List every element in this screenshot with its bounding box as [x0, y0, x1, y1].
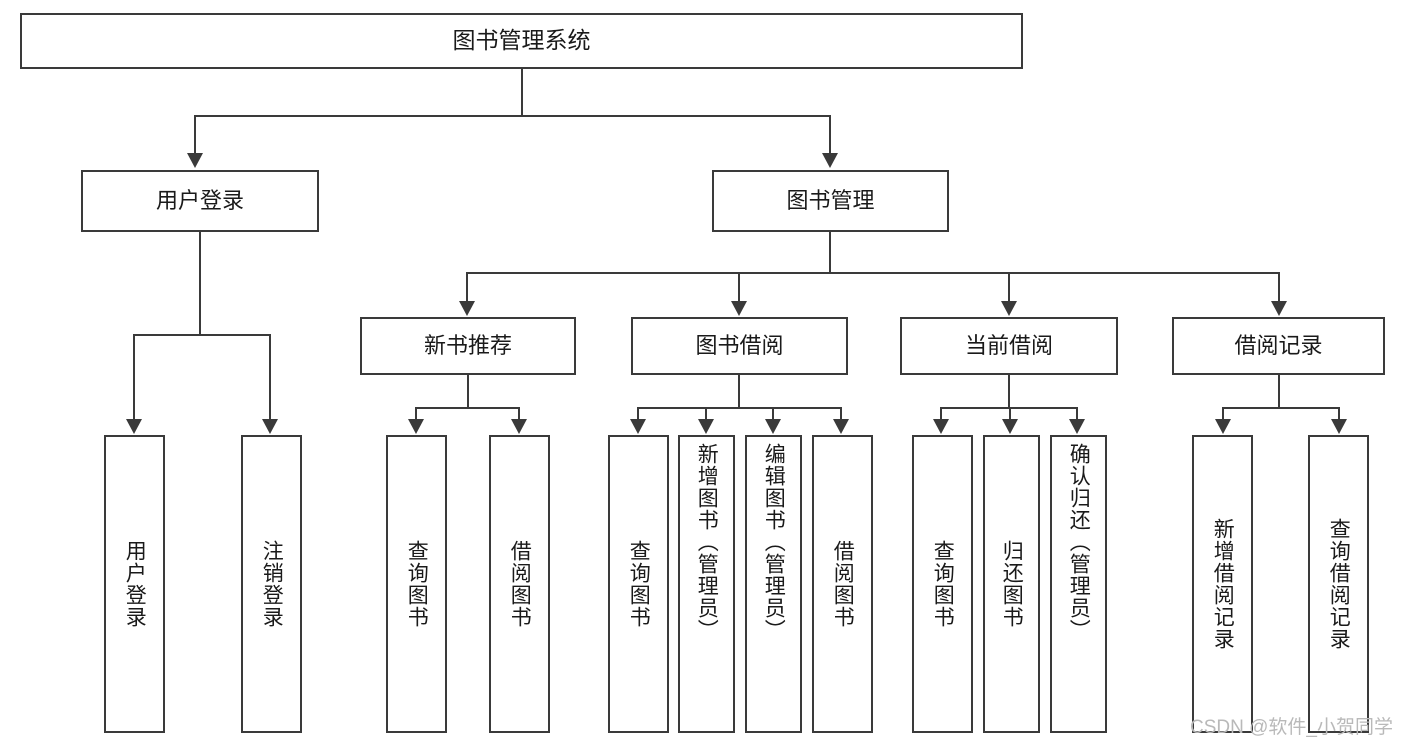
leaf-node-query-book-2[interactable]: 查询图书 — [608, 435, 669, 733]
node-label: 新增借阅记录 — [1211, 518, 1235, 650]
connector-borrow-record-stem — [1278, 375, 1280, 407]
node-label: 当前借阅 — [964, 332, 1053, 358]
arrowhead-leaf-confirm-return — [1069, 419, 1085, 434]
node-user-login[interactable]: 用户登录 — [81, 170, 319, 232]
arrowhead-user-login — [187, 153, 203, 168]
node-label: 用户登录 — [155, 187, 244, 213]
connector-new-book-stem — [467, 375, 469, 407]
connector-bm-to-book-borrow — [738, 272, 740, 302]
leaf-node-borrow-book-2[interactable]: 借阅图书 — [812, 435, 873, 733]
leaf-node-borrow-book-1[interactable]: 借阅图书 — [489, 435, 550, 733]
leaf-node-logout-login[interactable]: 注销登录 — [241, 435, 302, 733]
connector-cb-to-leaf-1 — [940, 407, 942, 420]
node-label: 借阅图书 — [508, 540, 532, 628]
connector-new-book-bar — [415, 407, 520, 409]
leaf-node-return-book[interactable]: 归还图书 — [983, 435, 1040, 733]
connector-user-login-stem — [199, 232, 201, 334]
connector-bm-to-borrow-record — [1278, 272, 1280, 302]
node-book-management[interactable]: 图书管理 — [712, 170, 949, 232]
arrowhead-leaf-add-book — [698, 419, 714, 434]
arrowhead-leaf-query-book-3 — [933, 419, 949, 434]
node-label: 新书推荐 — [423, 332, 512, 358]
node-new-book-recommend[interactable]: 新书推荐 — [360, 317, 576, 375]
connector-borrow-record-bar — [1222, 407, 1340, 409]
connector-book-management-bar — [466, 272, 1280, 274]
arrowhead-borrow-record — [1271, 301, 1287, 316]
node-label: 确认归还（管理员） — [1067, 443, 1091, 641]
connector-root-stem — [521, 69, 523, 115]
connector-bb-to-leaf-1 — [637, 407, 639, 420]
leaf-node-query-book-1[interactable]: 查询图书 — [386, 435, 447, 733]
node-label: 查询借阅记录 — [1327, 518, 1351, 650]
connector-root-to-book-management — [829, 115, 831, 154]
connector-cb-to-leaf-2 — [1009, 407, 1011, 420]
leaf-node-confirm-return[interactable]: 确认归还（管理员） — [1050, 435, 1107, 733]
connector-bb-to-leaf-4 — [840, 407, 842, 420]
connector-bb-to-leaf-3 — [772, 407, 774, 420]
leaf-node-add-book[interactable]: 新增图书（管理员） — [678, 435, 735, 733]
leaf-node-edit-book[interactable]: 编辑图书（管理员） — [745, 435, 802, 733]
connector-current-borrow-stem — [1008, 375, 1010, 407]
arrowhead-leaf-borrow-book-2 — [833, 419, 849, 434]
node-label: 编辑图书（管理员） — [762, 443, 786, 641]
connector-br-to-leaf-1 — [1222, 407, 1224, 420]
node-label: 借阅记录 — [1234, 332, 1323, 358]
arrowhead-leaf-query-book-2 — [630, 419, 646, 434]
arrowhead-leaf-logout-login — [262, 419, 278, 434]
node-book-borrow[interactable]: 图书借阅 — [631, 317, 848, 375]
arrowhead-book-borrow — [731, 301, 747, 316]
connector-book-borrow-bar — [637, 407, 842, 409]
connector-book-management-stem — [829, 232, 831, 272]
arrowhead-leaf-edit-book — [765, 419, 781, 434]
leaf-node-query-record[interactable]: 查询借阅记录 — [1308, 435, 1369, 733]
node-label: 新增图书（管理员） — [695, 443, 719, 641]
connector-br-to-leaf-2 — [1338, 407, 1340, 420]
node-label: 图书借阅 — [695, 332, 784, 358]
arrowhead-leaf-add-record — [1215, 419, 1231, 434]
connector-user-login-to-leaf-2 — [269, 334, 271, 420]
node-label: 查询图书 — [931, 540, 955, 628]
connector-root-bar — [194, 115, 830, 117]
node-label: 图书管理 — [786, 187, 875, 213]
node-label: 图书管理系统 — [452, 27, 591, 54]
node-current-borrow[interactable]: 当前借阅 — [900, 317, 1118, 375]
node-label: 归还图书 — [1000, 540, 1024, 628]
arrowhead-leaf-user-login — [126, 419, 142, 434]
connector-user-login-to-leaf-1 — [133, 334, 135, 420]
node-label: 查询图书 — [405, 540, 429, 628]
arrowhead-new-book-recommend — [459, 301, 475, 316]
leaf-node-add-record[interactable]: 新增借阅记录 — [1192, 435, 1253, 733]
connector-nb-to-leaf-1 — [415, 407, 417, 420]
node-label: 用户登录 — [123, 540, 147, 628]
node-label: 注销登录 — [260, 540, 284, 628]
node-root-book-management-system[interactable]: 图书管理系统 — [20, 13, 1023, 69]
connector-cb-to-leaf-3 — [1076, 407, 1078, 420]
connector-root-to-user-login — [194, 115, 196, 154]
node-borrow-record[interactable]: 借阅记录 — [1172, 317, 1385, 375]
connector-nb-to-leaf-2 — [518, 407, 520, 420]
node-label: 借阅图书 — [831, 540, 855, 628]
connector-bm-to-current-borrow — [1008, 272, 1010, 302]
leaf-node-user-login[interactable]: 用户登录 — [104, 435, 165, 733]
arrowhead-book-management — [822, 153, 838, 168]
connector-bb-to-leaf-2 — [705, 407, 707, 420]
connector-bm-to-new-book — [466, 272, 468, 302]
arrowhead-leaf-query-record — [1331, 419, 1347, 434]
arrowhead-leaf-borrow-book-1 — [511, 419, 527, 434]
node-label: 查询图书 — [627, 540, 651, 628]
arrowhead-leaf-return-book — [1002, 419, 1018, 434]
connector-user-login-bar — [133, 334, 269, 336]
leaf-node-query-book-3[interactable]: 查询图书 — [912, 435, 973, 733]
arrowhead-current-borrow — [1001, 301, 1017, 316]
connector-book-borrow-stem — [738, 375, 740, 407]
arrowhead-leaf-query-book-1 — [408, 419, 424, 434]
